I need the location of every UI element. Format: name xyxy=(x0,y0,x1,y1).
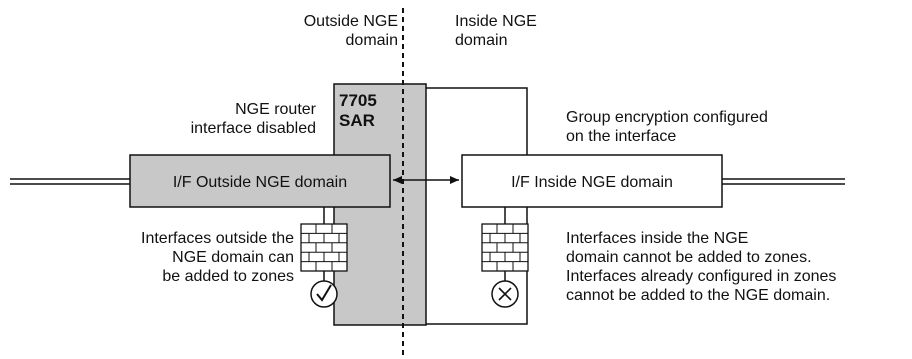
group-encryption-note-line: on the interface xyxy=(566,128,677,145)
inside-zones-note: Interfaces inside the NGE domain cannot … xyxy=(566,229,836,305)
inside-zones-note-line: cannot be added to the NGE domain. xyxy=(566,287,831,304)
router-name: 7705 SAR xyxy=(339,91,377,131)
router-name-line: SAR xyxy=(339,111,375,130)
outside-domain-heading-line: domain xyxy=(345,32,398,49)
inside-domain-heading-line: Inside NGE xyxy=(455,13,537,30)
outside-firewall-icon xyxy=(300,223,348,272)
router-disabled-note: NGE router interface disabled xyxy=(191,100,316,138)
router-disabled-note-line: interface disabled xyxy=(190,120,316,137)
group-encryption-note: Group encryption configured on the inter… xyxy=(566,108,768,146)
inside-interface-label: I/F Inside NGE domain xyxy=(511,174,673,191)
outside-interface-label: I/F Outside NGE domain xyxy=(173,174,347,191)
inside-zones-note-line: Interfaces already configured in zones xyxy=(566,268,837,285)
outside-domain-heading: Outside NGE domain xyxy=(304,12,398,50)
outside-zones-note: Interfaces outside the NGE domain can be… xyxy=(141,229,294,286)
inside-zones-note-line: domain cannot be added to zones. xyxy=(566,249,812,266)
inside-interface-box xyxy=(461,154,723,208)
group-encryption-note-line: Group encryption configured xyxy=(566,109,768,126)
outside-domain-heading-line: Outside NGE xyxy=(303,13,398,30)
outside-zones-note-line: NGE domain can xyxy=(172,249,294,266)
outside-interface-box xyxy=(129,154,391,208)
outside-zones-note-line: Interfaces outside the xyxy=(141,230,294,247)
router-name-line: 7705 xyxy=(339,91,377,110)
inside-domain-heading-line: domain xyxy=(455,32,508,49)
router-disabled-note-line: NGE router xyxy=(235,101,316,118)
check-circle-icon xyxy=(310,280,338,308)
inside-firewall-icon xyxy=(481,223,529,272)
outside-zones-note-line: be added to zones xyxy=(162,268,294,285)
inside-domain-top-outline xyxy=(426,87,528,155)
inside-zones-note-line: Interfaces inside the NGE xyxy=(566,230,749,247)
x-circle-icon xyxy=(491,280,519,308)
inside-domain-heading: Inside NGE domain xyxy=(455,12,537,50)
